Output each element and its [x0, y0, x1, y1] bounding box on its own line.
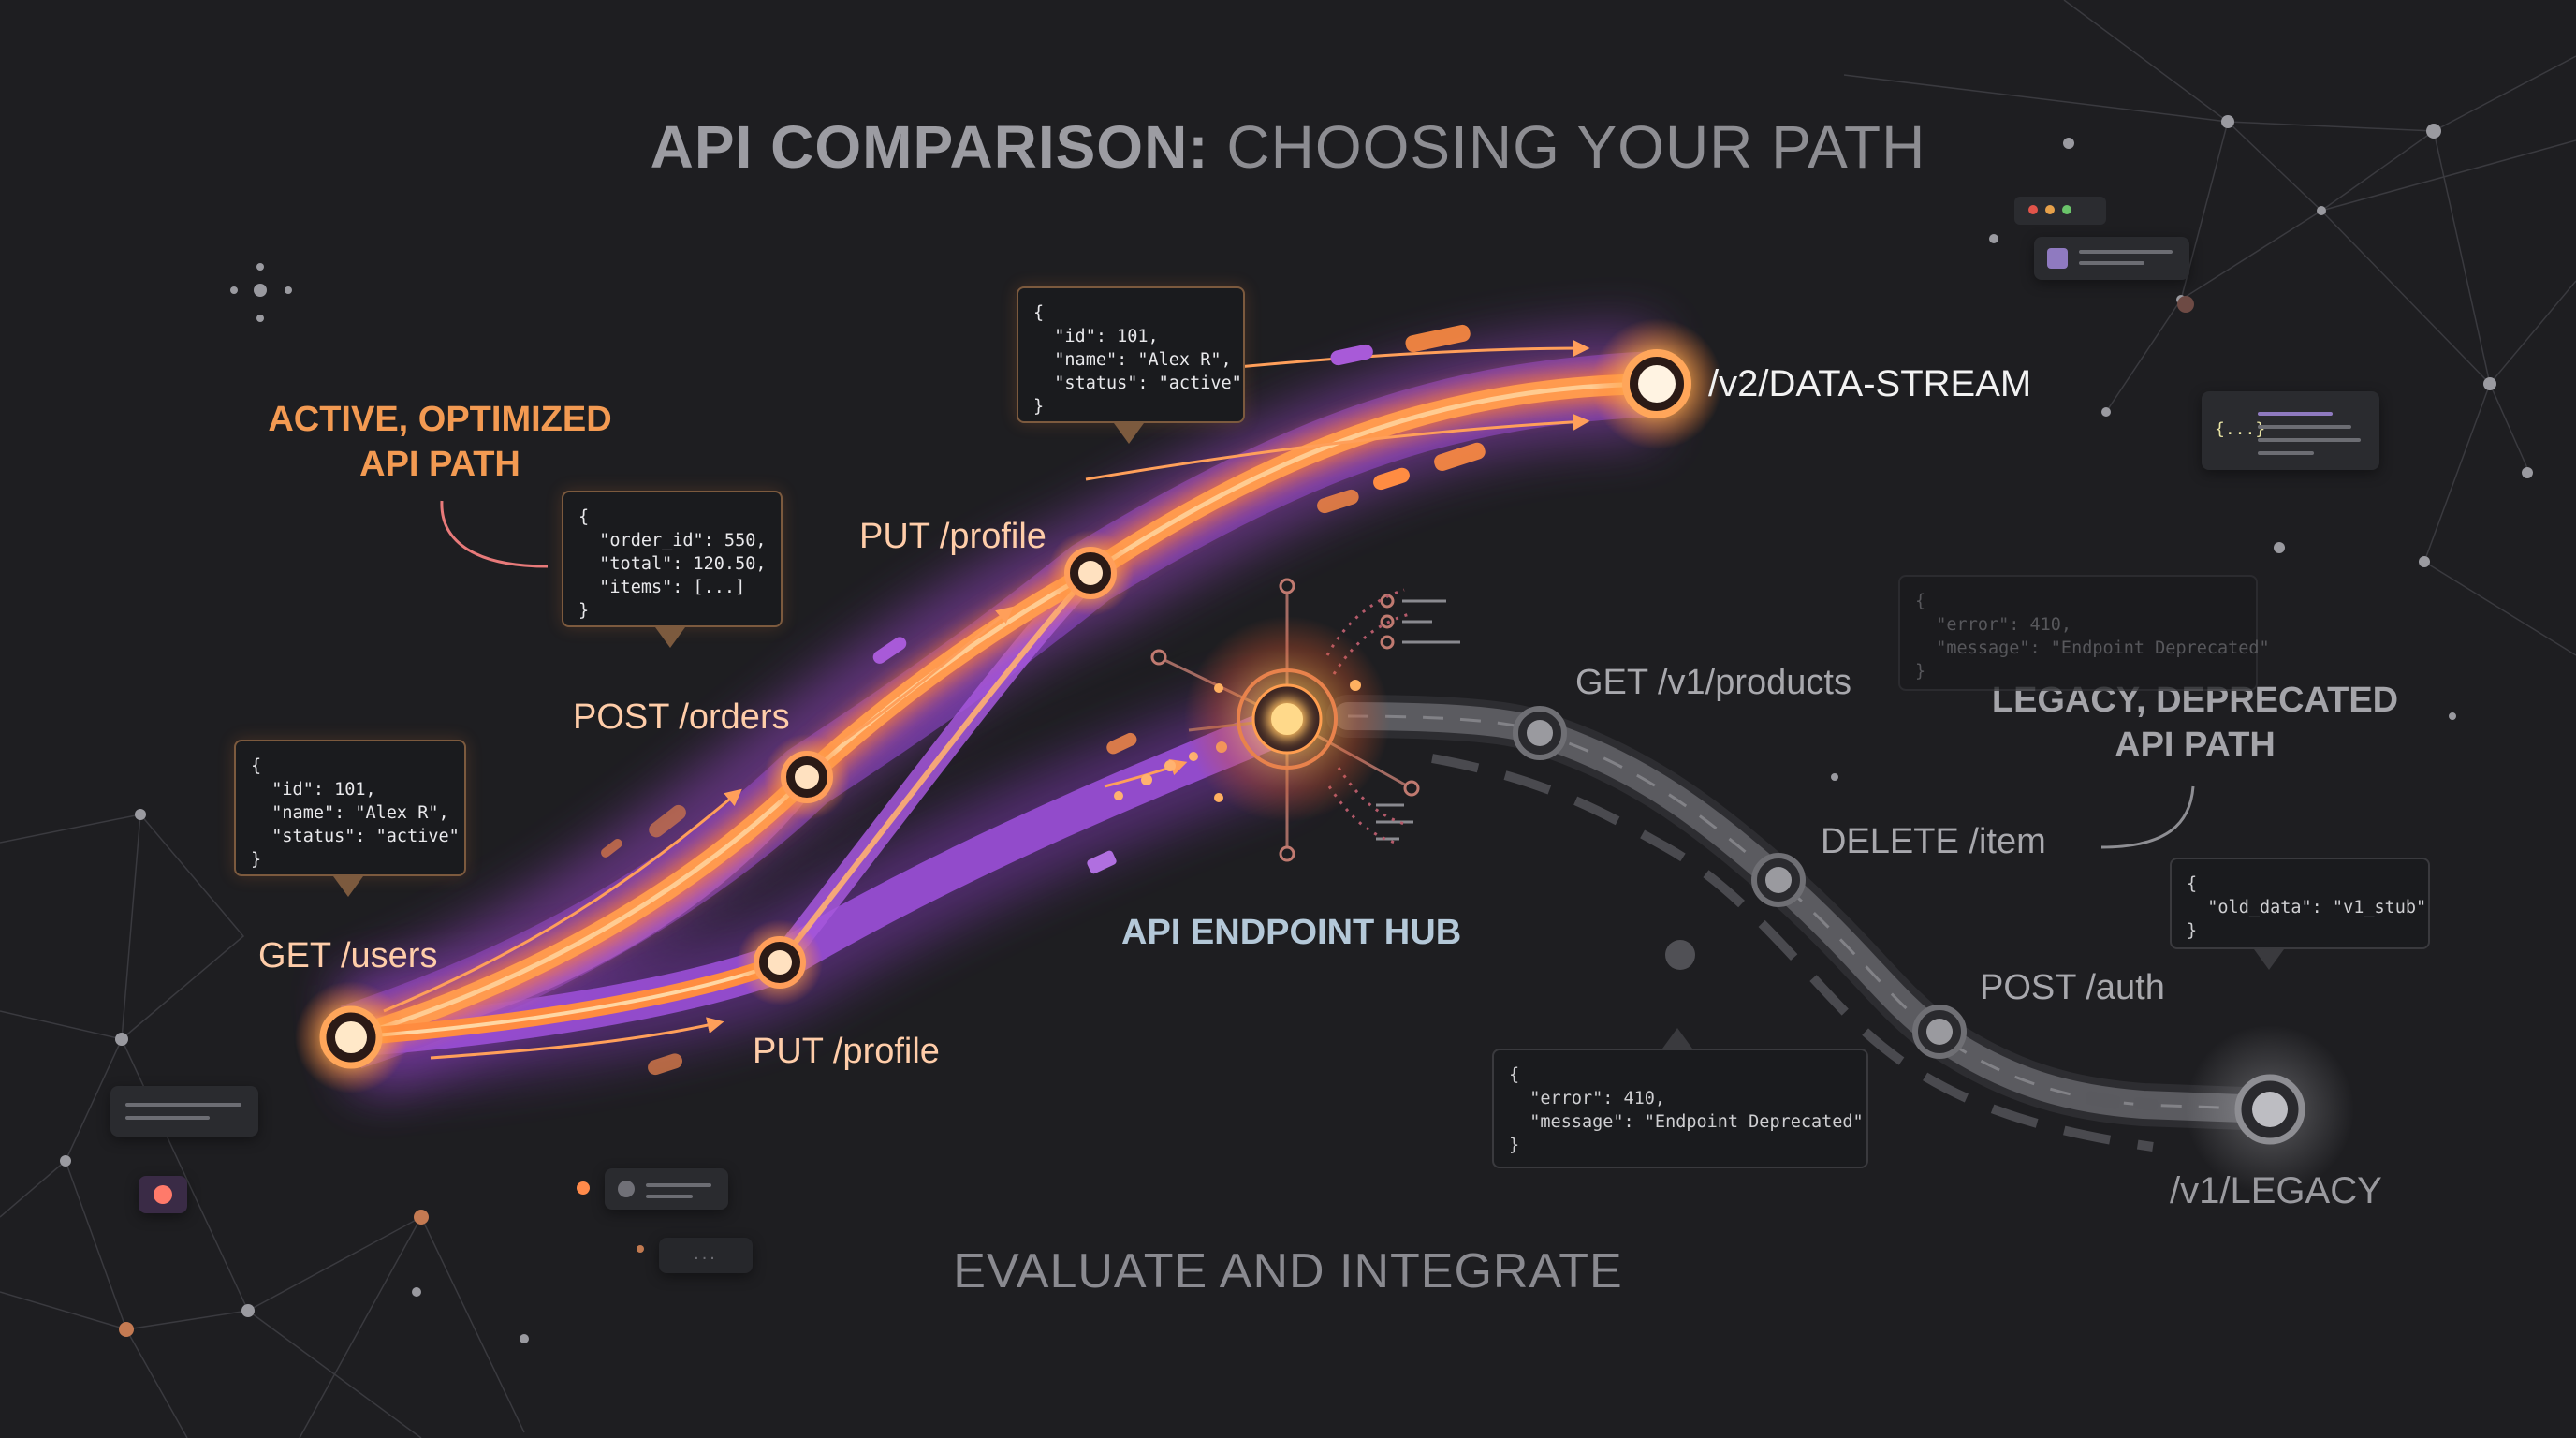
code-panel-error-response: { "error": 410, "message": "Endpoint Dep… [1492, 1049, 1868, 1168]
node-label-post-auth: POST /auth [1980, 968, 2165, 1007]
widget-ellipsis: ... [659, 1238, 753, 1273]
active-callout-leader [440, 500, 549, 568]
toggle-icon [618, 1181, 635, 1197]
widget-record-button [139, 1176, 187, 1213]
ellipsis-icon: ... [694, 1243, 718, 1264]
node-label-get-users: GET /users [258, 936, 438, 976]
node-label-get-v1-products: GET /v1/products [1575, 663, 1852, 702]
widget-window-left [110, 1086, 258, 1137]
page-title: API COMPARISON: CHOOSING YOUR PATH [650, 113, 1926, 181]
hub-node [1184, 616, 1390, 822]
legacy-faded-dashes [2086, 1091, 2159, 1111]
endpoint-label-v1-legacy: /v1/LEGACY [2170, 1170, 2382, 1211]
orange-dot-icon [577, 1181, 590, 1195]
window-dots [2014, 197, 2106, 225]
active-nodes [295, 318, 1722, 1093]
active-path-callout: ACTIVE, OPTIMIZED API PATH [268, 400, 612, 484]
code-panel-orders-response: { "order_id": 550, "total": 120.50, "ite… [562, 491, 783, 627]
code-panel-old-data: { "old_data": "v1_stub" } [2170, 858, 2430, 949]
flow-streaks [601, 324, 1486, 1076]
braces-icon: {...} [2215, 419, 2266, 439]
code-panel-error-faded: { "error": 410, "message": "Endpoint Dep… [1898, 575, 2270, 691]
hub-ray-ends [1150, 578, 1420, 862]
page-subtitle: EVALUATE AND INTEGRATE [953, 1244, 1623, 1299]
widget-code-window: {...} [2202, 391, 2379, 470]
node-label-post-orders: POST /orders [573, 697, 790, 737]
code-panel-users-response: { "id": 101, "name": "Alex R", "status":… [234, 740, 466, 876]
background-network-dots [60, 115, 2533, 1343]
widget-square-icon [2047, 248, 2068, 269]
node-label-delete-item: DELETE /item [1821, 822, 2046, 861]
widget-window-topright [2034, 237, 2189, 280]
node-label-put-profile-lower: PUT /profile [753, 1032, 940, 1071]
code-panel-error-tail [1662, 1028, 1692, 1049]
record-icon [154, 1185, 172, 1204]
code-panel-orders-tail [655, 627, 685, 648]
node-label-put-profile-upper: PUT /profile [859, 517, 1046, 556]
hub-side-lines [1376, 594, 1460, 841]
code-panel-profile-tail [1114, 423, 1144, 444]
legacy-path-callout: LEGACY, DEPRECATED API PATH [1991, 681, 2399, 765]
endpoint-label-v2-data-stream: /v2/DATA-STREAM [1708, 363, 2032, 404]
small-dot-icon [637, 1245, 644, 1253]
widget-toggle-row [605, 1168, 728, 1210]
legacy-callout-leader [2100, 785, 2195, 849]
legacy-nodes [1513, 706, 2354, 1194]
code-panel-profile-response: { "id": 101, "name": "Alex R", "status":… [1017, 286, 1245, 423]
code-panel-users-tail [333, 876, 363, 897]
hub-label: API ENDPOINT HUB [1121, 913, 1462, 952]
code-panel-old-data-tail [2254, 949, 2284, 970]
